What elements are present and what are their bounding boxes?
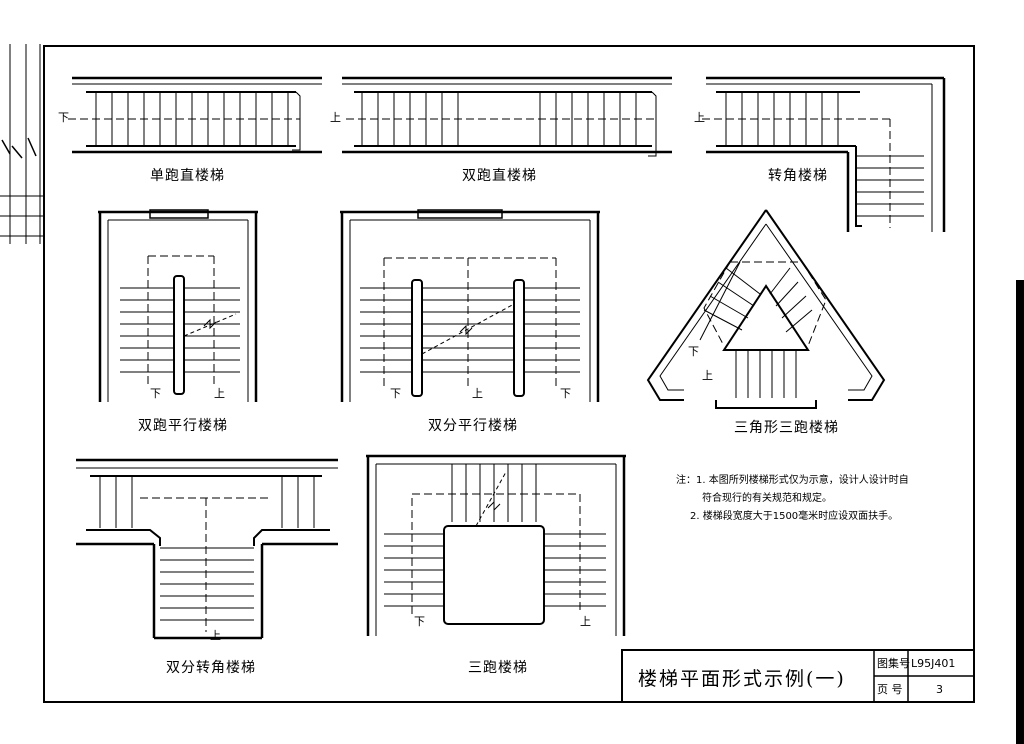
stair-double-run-parallel [98, 209, 258, 402]
note-1: 1. 本图所列楼梯形式仅为示意，设计人设计时自 [696, 475, 909, 486]
drawing-title: 楼梯平面形式示例(一) [638, 668, 846, 690]
sheet-border [43, 45, 975, 703]
stair-triangle-three-run [646, 209, 886, 409]
notes-prefix: 注： [676, 475, 696, 486]
mark-up: 上 [580, 615, 591, 628]
mark-up: 上 [694, 111, 705, 124]
stair-split-parallel [340, 209, 600, 402]
label-single-run-straight: 单跑直楼梯 [150, 168, 225, 184]
mark-down: 下 [150, 387, 161, 400]
mark-up: 上 [210, 629, 221, 642]
title-block-frame [621, 649, 975, 703]
stair-corner [702, 76, 946, 232]
mark-down: 下 [688, 345, 699, 358]
mark-down: 下 [390, 387, 401, 400]
atlas-number-label: 图集号 [877, 657, 910, 670]
stair-double-run-straight [342, 76, 672, 157]
note-2: 2. 楼梯段宽度大于1500毫米时应设双面扶手。 [690, 511, 899, 522]
mark-up: 上 [214, 387, 225, 400]
side-strip-frame [0, 44, 44, 244]
mark-up: 上 [702, 369, 713, 382]
label-three-run: 三跑楼梯 [468, 660, 528, 676]
mark-down: 下 [58, 111, 69, 124]
mark-down: 下 [560, 387, 571, 400]
mark-up: 上 [330, 111, 341, 124]
stair-single-run-straight [68, 76, 322, 154]
right-edge-bar [1016, 280, 1024, 744]
label-split-parallel: 双分平行楼梯 [428, 418, 518, 434]
mark-up: 上 [472, 387, 483, 400]
stair-split-corner [76, 458, 338, 640]
stair-three-run [366, 454, 626, 636]
notes: 注：1. 本图所列楼梯形式仅为示意，设计人设计时自 符合现行的有关规范和规定。 … [676, 472, 936, 526]
label-double-run-straight: 双跑直楼梯 [462, 168, 537, 184]
mark-down: 下 [414, 615, 425, 628]
label-triangle-three-run: 三角形三跑楼梯 [734, 420, 839, 436]
label-double-run-parallel: 双跑平行楼梯 [138, 418, 228, 434]
note-1-continued: 符合现行的有关规范和规定。 [702, 493, 832, 504]
page-number-label: 页 号 [877, 683, 903, 696]
label-corner: 转角楼梯 [768, 168, 828, 184]
label-split-corner: 双分转角楼梯 [166, 660, 256, 676]
page-number-value: 3 [936, 683, 943, 696]
atlas-number-value: L95J401 [911, 657, 956, 670]
